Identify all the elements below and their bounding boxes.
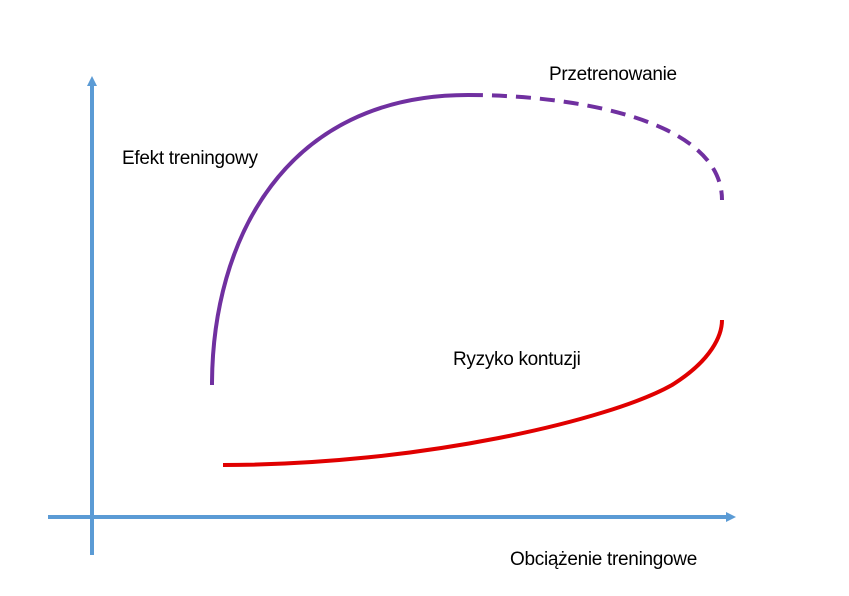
injury-risk-label: Ryzyko kontuzji <box>453 349 581 370</box>
training-effect-curve <box>210 93 469 386</box>
overtraining-label: Przetrenowanie <box>549 64 677 85</box>
overtraining-curve-dashed <box>467 93 724 201</box>
training-effect-label: Efekt treningowy <box>122 148 258 169</box>
injury-risk-curve <box>222 319 724 467</box>
x-axis-label: Obciążenie treningowe <box>510 549 697 570</box>
